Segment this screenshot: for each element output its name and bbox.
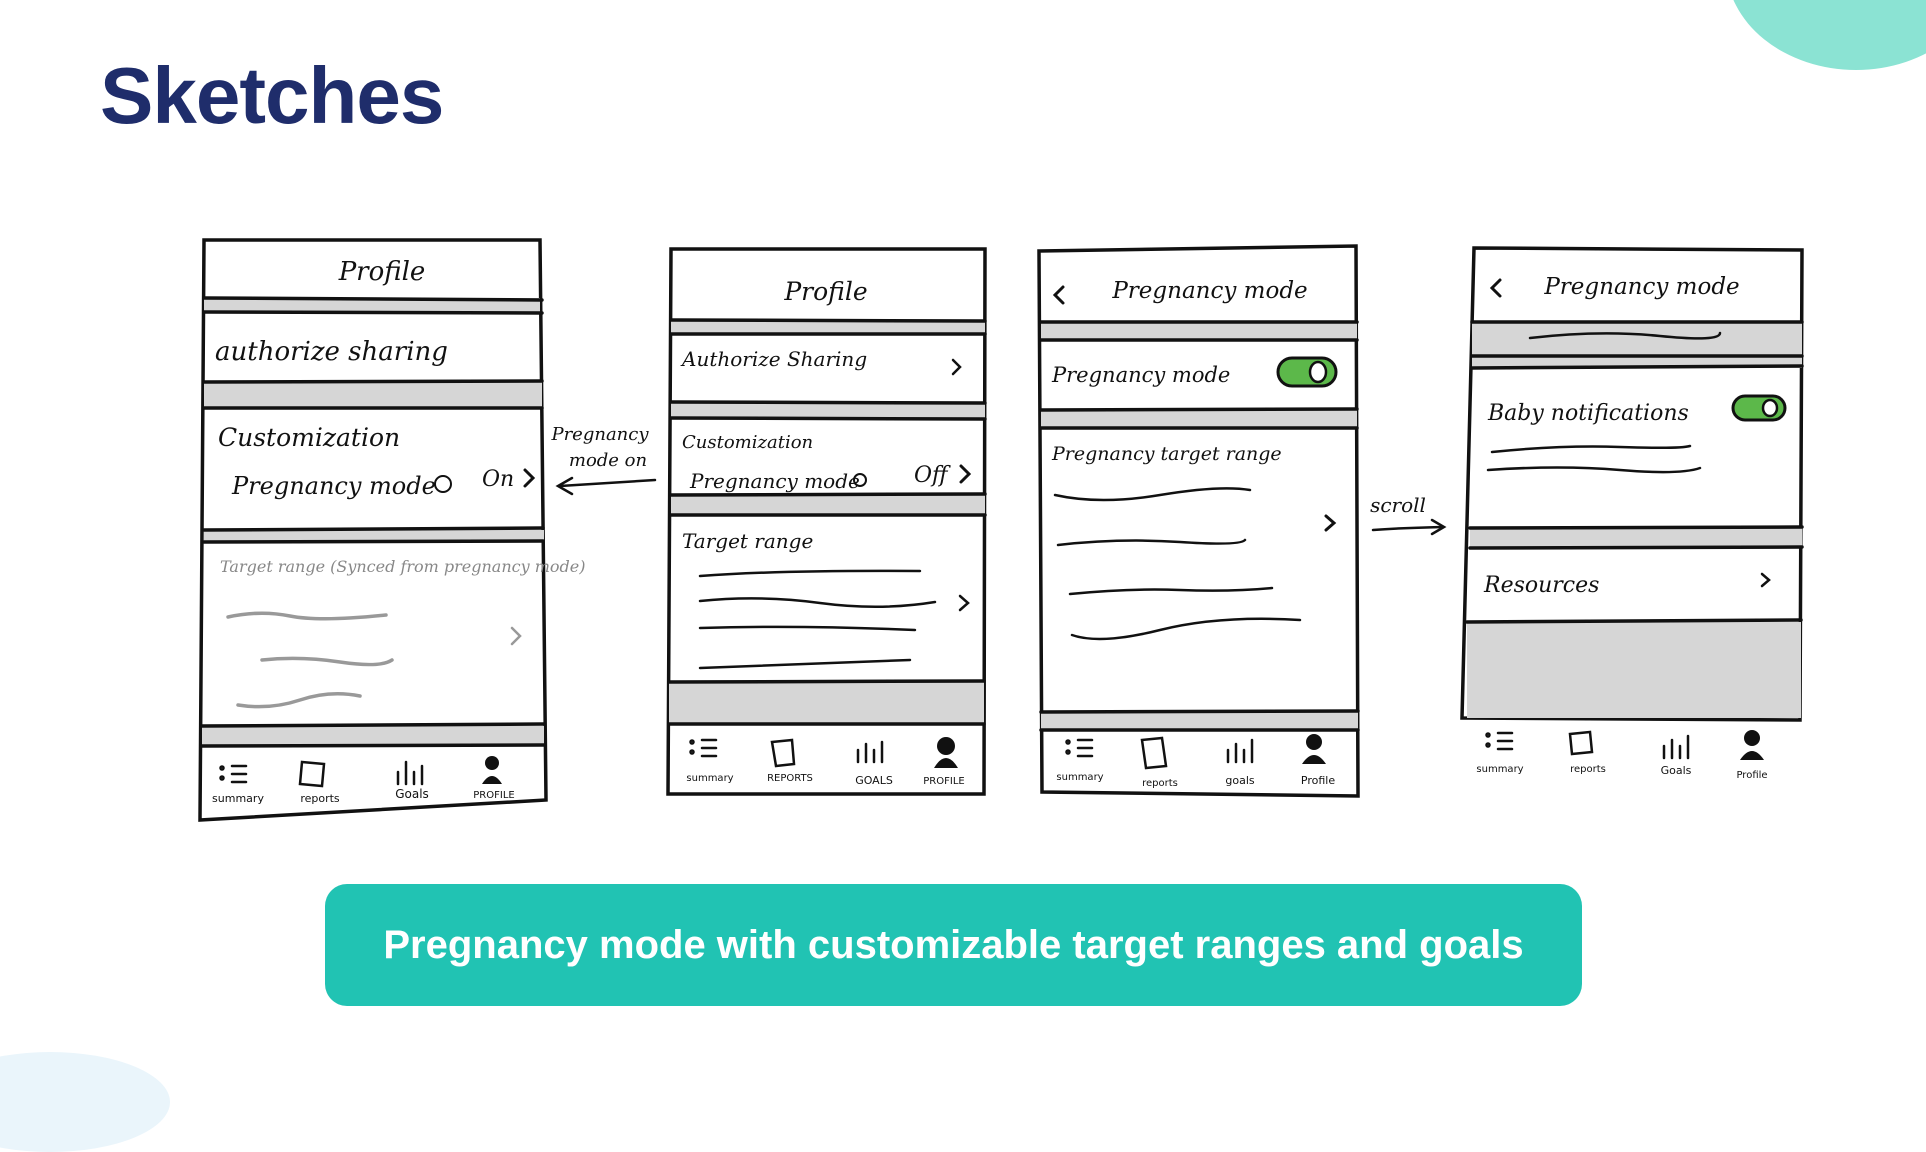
sketch2-tab-profile: PROFILE — [923, 776, 964, 787]
sketch2-tab-goals: GOALS — [855, 774, 893, 787]
sketch3-pregnancy-mode-label: Pregnancy mode — [1051, 363, 1230, 387]
sketch-3-pregnancy-mode — [1037, 244, 1360, 798]
sketch1-tab-goals: Goals — [395, 787, 429, 801]
sketch2-customization: Customization — [682, 432, 813, 453]
sketch2-pregnancy-mode: Pregnancy mode — [689, 469, 860, 493]
sketch2-target-range: Target range — [682, 529, 813, 553]
arrow-label-scroll: scroll — [1370, 493, 1426, 517]
arrow-scroll — [1371, 518, 1447, 536]
sketch1-customization: Customization — [218, 423, 400, 452]
sketch4-header: Pregnancy mode — [1543, 274, 1739, 300]
sketch3-target-range: Pregnancy target range — [1051, 443, 1282, 465]
sketch3-tab-summary: summary — [1056, 772, 1103, 783]
sketch1-tab-profile: PROFILE — [473, 790, 514, 801]
sketch4-tab-summary: summary — [1476, 764, 1523, 775]
sketch2-tab-reports: REPORTS — [767, 773, 813, 784]
arrow-label-line2: mode on — [569, 450, 647, 471]
sketches-area: Profile authorize sharing Customization … — [198, 238, 1804, 822]
slide-title: Sketches — [100, 51, 444, 140]
sketch1-tab-reports: reports — [300, 792, 340, 805]
caption-text: Pregnancy mode with customizable target … — [383, 922, 1524, 967]
sketch-1-profile-on — [198, 238, 548, 822]
caption-banner: Pregnancy mode with customizable target … — [325, 884, 1582, 1006]
sketch4-tab-reports: reports — [1570, 764, 1606, 775]
sketch-2-profile-off — [666, 247, 987, 796]
sketch4-resources: Resources — [1483, 573, 1599, 598]
sketch2-authorize-sharing: Authorize Sharing — [680, 347, 867, 371]
sketch3-tab-reports: reports — [1142, 778, 1178, 789]
sketch4-tab-profile: Profile — [1736, 770, 1767, 781]
sketch4-baby-notifications: Baby notifications — [1487, 401, 1689, 426]
sketch1-tab-summary: summary — [212, 792, 264, 805]
sketch3-tab-goals: goals — [1225, 774, 1255, 787]
sketch3-tab-profile: Profile — [1301, 774, 1335, 787]
sketch4-tab-goals: Goals — [1661, 764, 1692, 777]
sketch1-header: Profile — [338, 257, 426, 287]
arrow-label-line1: Pregnancy — [550, 424, 649, 445]
sketch1-pregnancy-mode: Pregnancy mode — [231, 472, 436, 500]
sketch1-target-range: Target range (Synced from pregnancy mode… — [220, 557, 586, 576]
sketch2-tab-summary: summary — [686, 773, 733, 784]
sketch-4-pregnancy-mode-scrolled — [1460, 246, 1804, 760]
sketch1-authorize-sharing: authorize sharing — [215, 337, 448, 367]
sketch2-status-off: Off — [914, 463, 951, 488]
sketch2-header: Profile — [783, 277, 867, 306]
arrow-pregnancy-mode-on — [555, 476, 657, 496]
sketch1-status-on: On — [482, 467, 514, 492]
sketch3-header: Pregnancy mode — [1111, 278, 1307, 304]
